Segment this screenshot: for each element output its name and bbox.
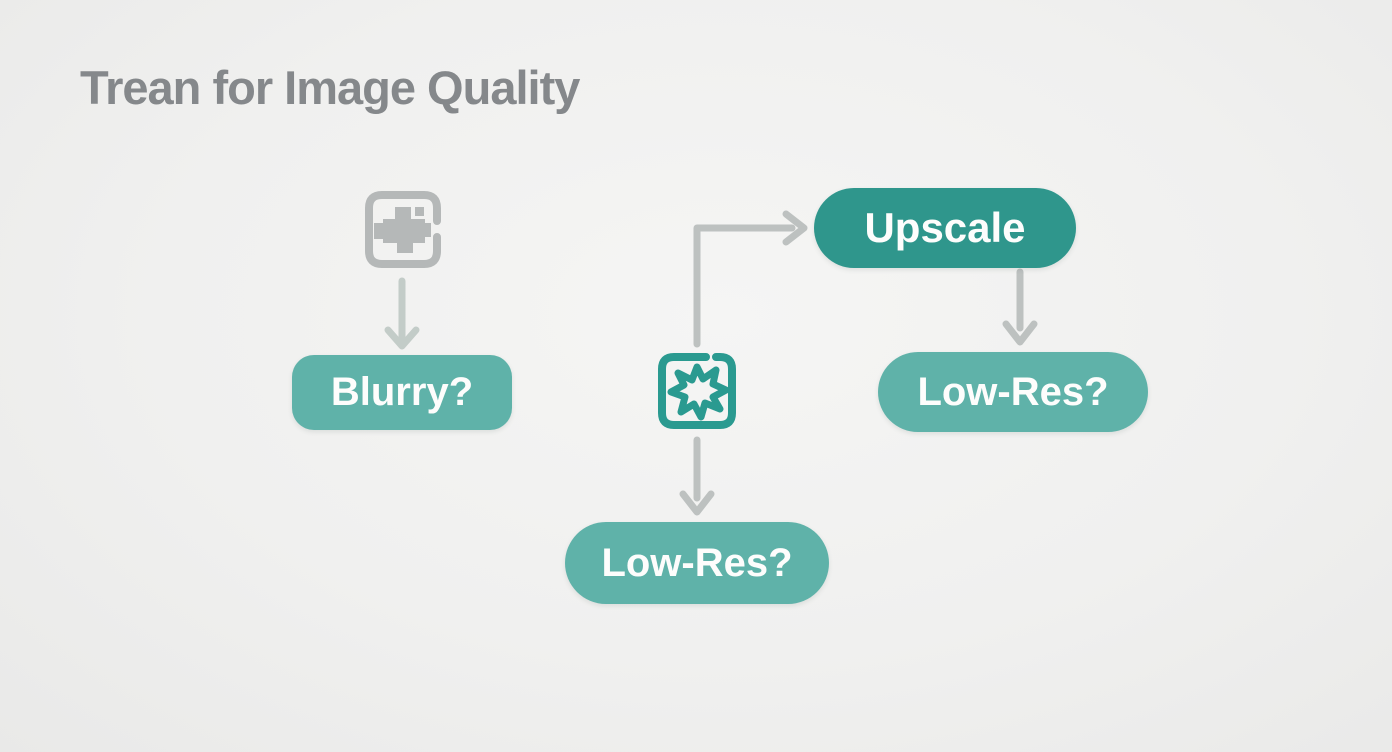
pixelated-image-icon bbox=[357, 183, 449, 275]
node-blurry-label: Blurry? bbox=[330, 370, 474, 414]
node-low-res-bottom-label: Low-Res? bbox=[601, 540, 793, 585]
burst-image-icon bbox=[652, 347, 742, 437]
arrow-upscale-to-lowres bbox=[1002, 268, 1038, 346]
node-low-res-right: Low-Res? bbox=[878, 352, 1148, 432]
arrow-burst-to-upscale bbox=[693, 210, 808, 348]
arrow-source-to-blurry bbox=[384, 277, 420, 350]
node-low-res-bottom: Low-Res? bbox=[565, 522, 829, 604]
node-upscale: Upscale bbox=[814, 188, 1076, 268]
page-title: Trean for Image Quality bbox=[80, 61, 580, 114]
node-blurry: Blurry? bbox=[292, 355, 512, 430]
node-low-res-right-label: Low-Res? bbox=[917, 369, 1109, 414]
arrow-burst-to-lowres-bottom bbox=[679, 436, 715, 516]
node-upscale-label: Upscale bbox=[864, 204, 1026, 251]
